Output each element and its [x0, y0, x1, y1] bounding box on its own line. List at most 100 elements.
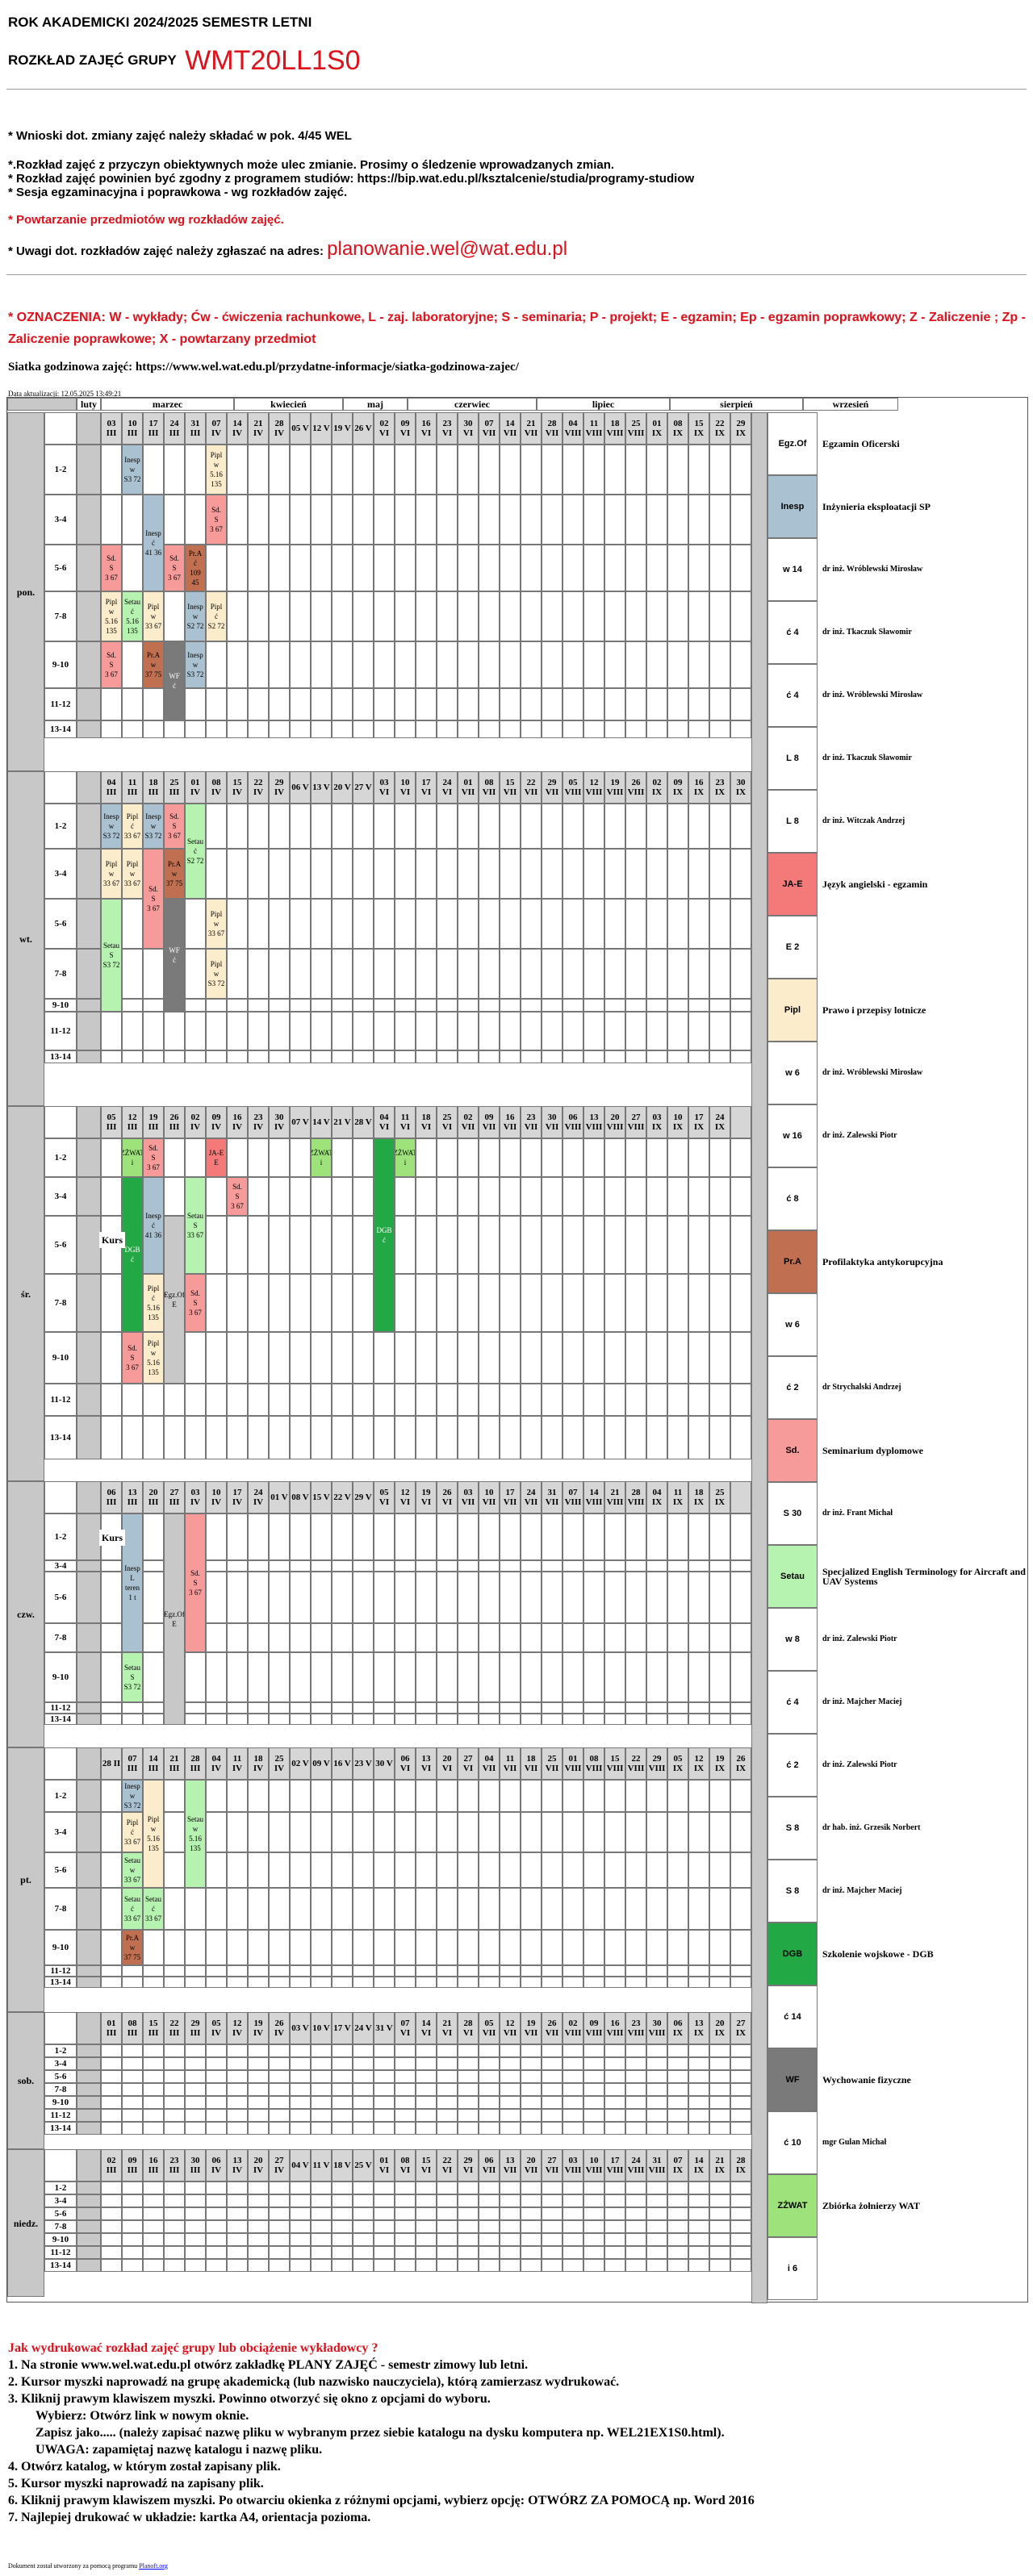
contact-email-link[interactable]: planowanie.wel@wat.edu.pl	[327, 238, 568, 260]
subject-code: Pr.A	[767, 1230, 818, 1293]
class-event-line: S	[193, 1579, 198, 1587]
grid-cell	[500, 1274, 521, 1332]
grid-cell	[709, 2057, 730, 2070]
grid-cell	[646, 1560, 667, 1572]
grid-cell	[730, 2233, 751, 2246]
grid-cell	[542, 2194, 563, 2207]
grid-cell	[227, 1216, 248, 1274]
class-event-line: 3 67	[105, 574, 118, 582]
grid-cell	[416, 688, 437, 720]
grid-cell	[625, 949, 646, 999]
grid-cell	[730, 899, 751, 949]
date-header: 08 V	[290, 1481, 311, 1513]
grid-cell	[77, 2109, 101, 2122]
grid-cell	[563, 1012, 583, 1050]
grid-cell	[332, 1513, 353, 1560]
grid-cell	[500, 2220, 521, 2233]
grid-cell	[395, 2194, 416, 2207]
grid-cell	[416, 495, 437, 545]
grid-cell	[437, 2044, 458, 2057]
grid-cell	[374, 1572, 395, 1623]
grid-cell	[101, 1852, 122, 1888]
grid-cell	[227, 849, 248, 899]
grid-cell	[311, 641, 332, 688]
time-grid-link[interactable]: Siatka godzinowa zajęć: https://www.wel.…	[8, 361, 519, 374]
date-header: 16 IX	[688, 771, 709, 804]
grid-cell	[395, 1274, 416, 1332]
grid-cell	[311, 1930, 332, 1965]
grid-cell	[311, 688, 332, 720]
grid-cell	[164, 2109, 185, 2122]
grid-cell	[646, 1888, 667, 1930]
date-header: 27 V	[353, 771, 374, 804]
day-label: sob.	[7, 2012, 44, 2149]
month-header: luty	[77, 398, 101, 411]
grid-cell	[688, 2259, 709, 2272]
grid-cell	[667, 1852, 688, 1888]
planoft-link[interactable]: Planoft.org	[139, 2562, 168, 2570]
grid-cell	[604, 495, 625, 545]
grid-cell	[688, 688, 709, 720]
grid-cell	[730, 2096, 751, 2109]
slot-label: 1-2	[44, 2044, 77, 2057]
grid-cell	[269, 949, 290, 999]
grid-cell	[185, 445, 206, 495]
grid-cell	[332, 2259, 353, 2272]
grid-cell	[227, 445, 248, 495]
grid-cell	[269, 1012, 290, 1050]
grid-cell	[437, 849, 458, 899]
class-event-line: 3 67	[126, 1363, 139, 1372]
grid-cell	[500, 445, 521, 495]
grid-cell	[77, 412, 101, 445]
date-header: 16 VII	[500, 1106, 521, 1138]
grid-cell	[185, 999, 206, 1012]
class-event-line: 3 67	[147, 904, 160, 912]
grid-cell	[458, 1977, 479, 1988]
lecturer-name	[819, 1985, 1027, 2048]
class-event-line: S	[172, 822, 177, 830]
grid-cell	[751, 412, 767, 2303]
grid-cell	[583, 1384, 604, 1416]
class-event-line: S2 72	[207, 622, 225, 630]
class-event-line: 33 67	[123, 1838, 141, 1846]
grid-cell	[164, 2096, 185, 2109]
grid-cell	[395, 1216, 416, 1274]
class-event-line: Egz.Of	[164, 1610, 185, 1618]
grid-cell	[416, 1780, 437, 1812]
grid-cell	[458, 2083, 479, 2096]
grid-cell	[122, 2259, 143, 2272]
grid-cell	[563, 1812, 583, 1852]
grid-cell	[667, 1623, 688, 1652]
subject-code: S 8	[767, 1797, 818, 1860]
slot-label: 5-6	[44, 1216, 77, 1274]
grid-cell	[542, 1652, 563, 1702]
grid-cell	[332, 1138, 353, 1177]
slot-label: 5-6	[44, 2070, 77, 2083]
grid-cell	[374, 899, 395, 949]
class-event-line: 3 67	[210, 525, 223, 533]
grid-cell	[374, 2070, 395, 2083]
date-header: 06 VI	[395, 1747, 416, 1780]
grid-cell	[625, 1274, 646, 1332]
grid-cell	[143, 949, 164, 999]
slot-label: 1-2	[44, 1513, 77, 1560]
grid-cell	[730, 1977, 751, 1988]
class-event-line: S3 72	[207, 979, 225, 987]
grid-cell	[458, 2109, 479, 2122]
grid-cell	[709, 899, 730, 949]
date-header: 19 III	[143, 1106, 164, 1138]
class-event: ZŻWATi	[122, 1138, 143, 1177]
grid-cell	[44, 2012, 77, 2044]
grid-cell	[521, 1930, 542, 1965]
grid-cell	[353, 1572, 374, 1623]
grid-cell	[77, 1812, 101, 1852]
grid-cell	[206, 1572, 227, 1623]
class-event-line: S3 72	[102, 961, 120, 969]
grid-cell	[290, 2194, 311, 2207]
grid-cell	[416, 1012, 437, 1050]
grid-cell	[416, 1332, 437, 1384]
